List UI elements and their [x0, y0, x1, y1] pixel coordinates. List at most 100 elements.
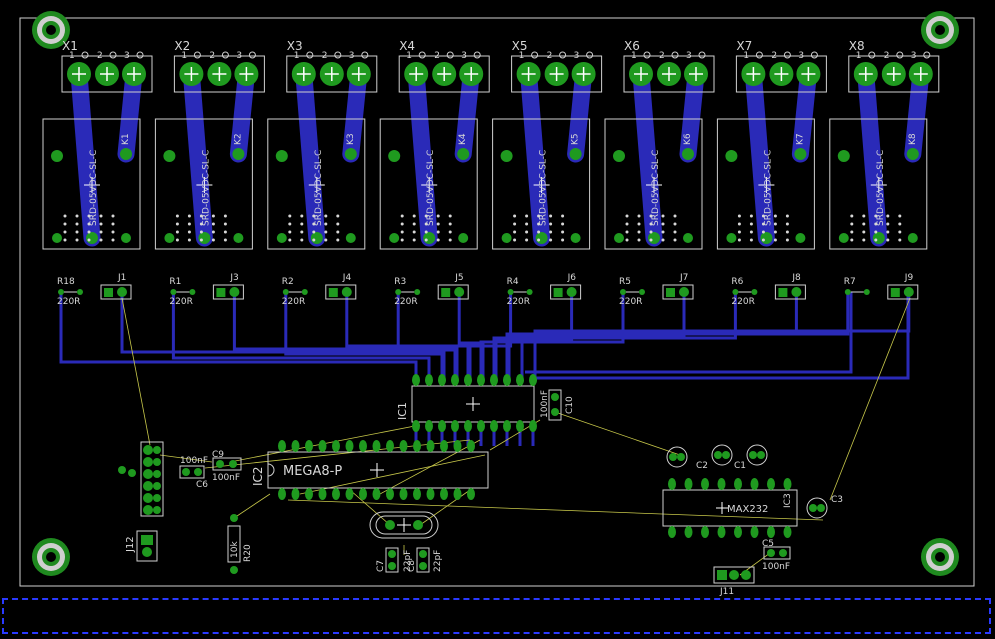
terminal-pin-label: 2: [209, 51, 215, 61]
resistor-ref: R4: [507, 277, 519, 287]
resistor-value: 220R: [507, 297, 530, 307]
ic2-ref: IC2: [251, 466, 265, 486]
jumper-ref: J1: [117, 273, 126, 283]
ic1-ref: IC1: [396, 402, 409, 420]
j11-header: J11: [713, 566, 755, 597]
ic3-ref: IC3: [783, 493, 793, 508]
jumper-ref: J3: [229, 273, 238, 283]
relay-value: SRD-05VDC-SL-C: [201, 150, 211, 226]
terminal-pin-label: 3: [798, 51, 804, 61]
resistor-ref: R5: [619, 277, 631, 287]
terminal-pin-label: 2: [322, 51, 328, 61]
jumper-ref: J9: [904, 273, 914, 283]
c5-ref: C5: [762, 539, 774, 549]
terminal-ref: X8: [849, 39, 865, 53]
terminal-ref: X4: [399, 39, 415, 53]
terminal-pin-label: 3: [686, 51, 692, 61]
c4-capacitor: [711, 444, 733, 466]
terminal-pin-label: 3: [461, 51, 467, 61]
terminal-pin-label: 3: [349, 51, 355, 61]
terminal-pin-label: 1: [406, 51, 412, 61]
relay-ref: K4: [458, 133, 468, 145]
r20-resistor: 10k R20: [227, 514, 253, 574]
j12-ref: J12: [125, 536, 136, 553]
terminal-ref: X5: [512, 39, 528, 53]
relay-ref: K7: [795, 133, 805, 145]
relay-value: SRD-05VDC-SL-C: [314, 150, 324, 226]
airwire-layer: [121, 297, 911, 576]
resistor-value: 220R: [731, 297, 754, 307]
resistor-value: 220R: [282, 297, 305, 307]
terminal-pin-label: 1: [856, 51, 862, 61]
relay-value: SRD-05VDC-SL-C: [651, 150, 661, 226]
c1-ref: C1: [734, 461, 746, 471]
jumper-ref: J4: [342, 273, 352, 283]
c10-value: 100nF: [540, 390, 550, 418]
relay-ref: K8: [908, 133, 918, 145]
mounting-hole-tr: [921, 11, 959, 49]
terminal-pin-label: 2: [884, 51, 890, 61]
terminal-pin-label: 1: [519, 51, 525, 61]
resistor-ref: R1: [169, 277, 181, 287]
ic2-value: MEGA8-P: [283, 464, 342, 479]
resistor-ref: R7: [844, 277, 856, 287]
relay-ref: K3: [346, 133, 356, 145]
mounting-hole-bl: [32, 538, 70, 576]
c1-capacitor: C1: [734, 444, 768, 471]
c2-capacitor: C2: [666, 446, 708, 471]
c5-capacitor: C5 100nF: [762, 539, 791, 572]
terminal-pin-label: 1: [743, 51, 749, 61]
ic3-package: MAX232 IC3: [662, 478, 798, 538]
relay-ref: K2: [233, 133, 243, 145]
resistor-ref: R3: [394, 277, 406, 287]
j11-ref: J11: [719, 587, 734, 597]
terminal-pin-label: 1: [69, 51, 75, 61]
c6-capacitor: 100nF C6: [179, 456, 208, 490]
c9-ref: C9: [212, 450, 224, 460]
relay-ref: K6: [683, 133, 693, 145]
relay-value: SRD-05VDC-SL-C: [539, 150, 549, 226]
j12-header: J12: [125, 530, 158, 562]
terminal-pin-label: 3: [124, 51, 130, 61]
c8-capacitor: C8 22pF: [407, 547, 443, 573]
terminal-ref: X7: [736, 39, 752, 53]
c9-value: 100nF: [212, 473, 240, 483]
c8-ref: C8: [407, 560, 417, 572]
mounting-hole-br: [921, 538, 959, 576]
relay-value: SRD-05VDC-SL-C: [876, 150, 886, 226]
resistor-value: 220R: [394, 297, 417, 307]
relay-value: SRD-05VDC-SL-C: [426, 150, 436, 226]
crystal: [369, 511, 439, 539]
ic2-package: MEGA8-P IC2: [251, 440, 489, 500]
c2-ref: C2: [696, 461, 708, 471]
c10-ref: C10: [565, 396, 575, 414]
terminal-ref: X6: [624, 39, 640, 53]
c5-value: 100nF: [762, 562, 790, 572]
terminal-pin-label: 2: [97, 51, 103, 61]
relay-ref: K5: [571, 133, 581, 145]
c10-capacitor: 100nF C10: [540, 389, 575, 421]
c7-value: 22pF: [403, 550, 413, 572]
terminal-ref: X1: [62, 39, 78, 53]
c7-capacitor: C7 22pF: [376, 547, 413, 573]
resistor-ref: R2: [282, 277, 294, 287]
terminal-pin-label: 2: [434, 51, 440, 61]
terminal-pin-label: 1: [631, 51, 637, 61]
terminal-pin-label: 1: [181, 51, 187, 61]
relay-ref: K1: [121, 133, 131, 145]
c8-value: 22pF: [433, 550, 443, 572]
resistor-value: 220R: [169, 297, 192, 307]
jumper-ref: J8: [791, 273, 801, 283]
relay-value: SRD-05VDC-SL-C: [763, 150, 773, 226]
resistor-ref: R6: [731, 277, 743, 287]
